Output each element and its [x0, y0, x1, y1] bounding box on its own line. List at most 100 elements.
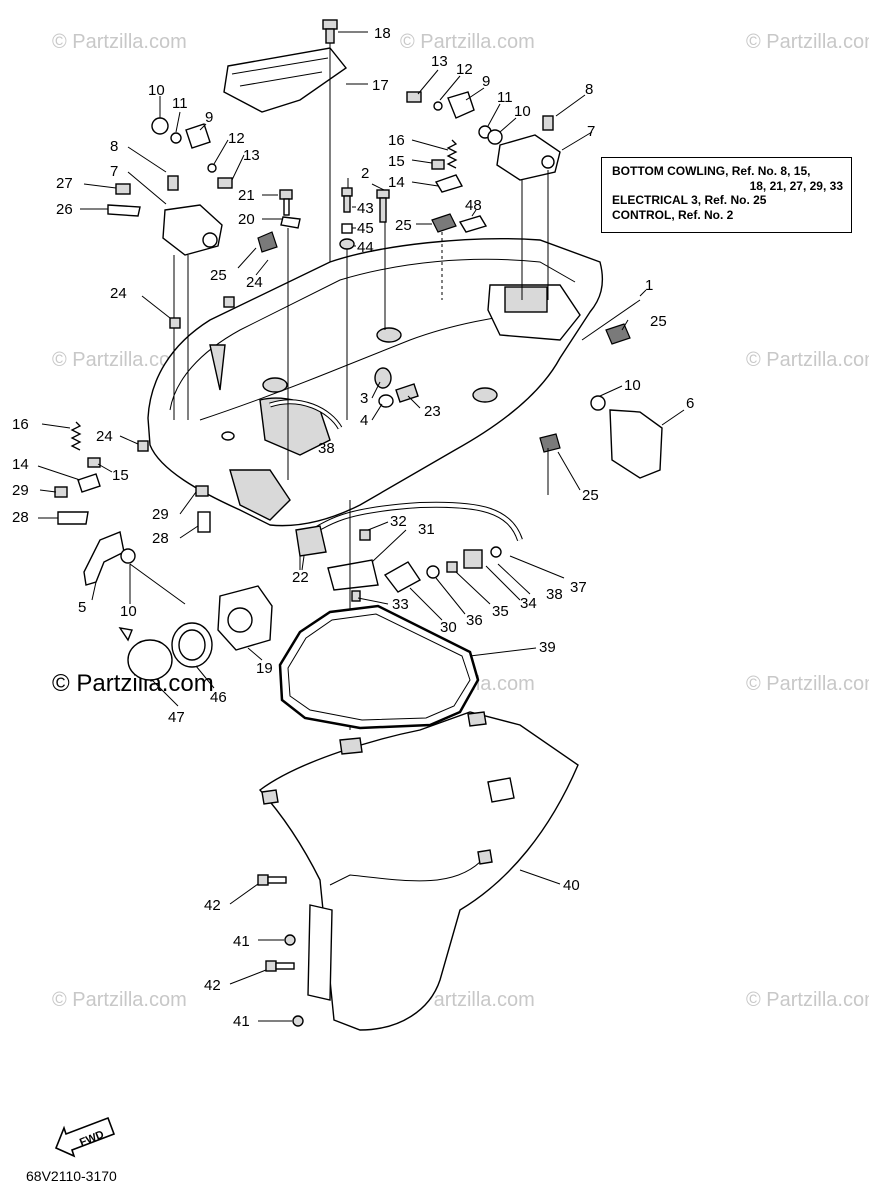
callout-12b: 12 [228, 130, 245, 147]
reference-line-2: 18, 21, 27, 29, 33 [749, 178, 843, 193]
callout-12: 12 [456, 61, 473, 78]
callout-8: 8 [585, 81, 593, 98]
callout-15b: 15 [112, 467, 129, 484]
front-seal-parts [118, 585, 273, 681]
callout-39: 39 [539, 639, 556, 656]
callout-29b: 29 [152, 506, 169, 523]
callout-31: 31 [418, 521, 435, 538]
callout-7b: 7 [110, 163, 118, 180]
callout-16: 16 [388, 132, 405, 149]
callout-48: 48 [465, 197, 482, 214]
reference-box: BOTTOM COWLING, Ref. No. 8, 15, 18, 21, … [601, 157, 852, 233]
callout-10d: 10 [120, 603, 137, 620]
callout-14: 14 [388, 174, 405, 191]
callout-42a: 42 [204, 897, 221, 914]
callout-18: 18 [374, 25, 391, 42]
callout-35: 35 [492, 603, 509, 620]
watermark: © Partzilla.com [400, 31, 535, 53]
callout-24c: 24 [96, 428, 113, 445]
callout-37: 37 [570, 579, 587, 596]
fuel-hose-parts [295, 500, 523, 730]
watermark: © Partzilla.com [746, 349, 869, 371]
right-lever [539, 323, 663, 495]
callout-9b: 9 [205, 109, 213, 126]
callout-38a: 38 [318, 440, 335, 457]
callout-2: 2 [361, 165, 369, 182]
callout-44: 44 [357, 239, 374, 256]
callout-36: 36 [466, 612, 483, 629]
callout-27: 27 [56, 175, 73, 192]
fwd-arrow-icon: FWD [54, 1116, 116, 1158]
callout-32: 32 [390, 513, 407, 530]
callout-10c: 10 [624, 377, 641, 394]
upper-middle-parts [257, 139, 488, 480]
callout-15: 15 [388, 153, 405, 170]
callout-10b: 10 [148, 82, 165, 99]
callout-42b: 42 [204, 977, 221, 994]
watermark: © Partzilla.com [746, 31, 869, 53]
callout-28a: 28 [12, 509, 29, 526]
left-lever [83, 531, 186, 605]
watermark: © Partzilla.com [52, 31, 187, 53]
callout-34: 34 [520, 595, 537, 612]
callout-16b: 16 [12, 416, 29, 433]
lower-screws [257, 874, 333, 1027]
callout-8b: 8 [110, 138, 118, 155]
callout-4: 4 [360, 412, 368, 429]
callout-11b: 11 [172, 95, 188, 112]
watermark: © Partzilla.com [746, 673, 869, 695]
part-18-bolt [322, 19, 368, 44]
callout-25c: 25 [650, 313, 667, 330]
callout-20: 20 [238, 211, 255, 228]
reference-line-3: ELECTRICAL 3, Ref. No. 25 [612, 193, 767, 207]
callout-26: 26 [56, 201, 73, 218]
callout-28b: 28 [152, 530, 169, 547]
callout-25a: 25 [395, 217, 412, 234]
callout-3: 3 [360, 390, 368, 407]
callout-1: 1 [645, 277, 653, 294]
callout-25b: 25 [210, 267, 227, 284]
right-throttle-bracket [406, 91, 561, 300]
callout-33: 33 [392, 596, 409, 613]
part-40-lower-cover [258, 711, 579, 1031]
callout-30: 30 [440, 619, 457, 636]
callout-41b: 41 [233, 1013, 250, 1030]
callout-29a: 29 [12, 482, 29, 499]
callout-43: 43 [357, 200, 374, 217]
watermark: © Partzilla.com [746, 989, 869, 1011]
callout-5: 5 [78, 599, 86, 616]
watermark: © Partzilla.com [52, 989, 187, 1011]
callout-labels: 18 17 13 12 9 11 10 8 7 16 15 14 2 43 45… [12, 25, 694, 1030]
callout-13: 13 [431, 53, 448, 70]
leader-lines [37, 69, 685, 1022]
part-39-gasket [278, 604, 480, 730]
callout-14b: 14 [12, 456, 29, 473]
reference-line-1: BOTTOM COWLING, Ref. No. 8, 15, [612, 164, 811, 178]
reference-line-4: CONTROL, Ref. No. 2 [612, 207, 734, 222]
callout-40: 40 [563, 877, 580, 894]
callout-22: 22 [292, 569, 309, 586]
callout-38b: 38 [546, 586, 563, 603]
callout-19: 19 [256, 660, 273, 677]
callout-13b: 13 [243, 147, 260, 164]
watermark: © Partzilla.com [52, 349, 187, 371]
callout-47: 47 [168, 709, 185, 726]
left-small-parts [54, 296, 235, 533]
callout-45: 45 [357, 220, 374, 237]
callout-21: 21 [238, 187, 255, 204]
callout-7: 7 [587, 123, 595, 140]
callout-24b: 24 [110, 285, 127, 302]
callout-9: 9 [482, 73, 490, 90]
callout-46: 46 [210, 689, 227, 706]
callout-6: 6 [686, 395, 694, 412]
callout-10: 10 [514, 103, 531, 120]
left-throttle-bracket [107, 117, 233, 420]
callout-11: 11 [497, 89, 513, 106]
callout-25d: 25 [582, 487, 599, 504]
callout-24a: 24 [246, 274, 263, 291]
watermark-main: © Partzilla.com [52, 670, 214, 697]
diagram-code: 68V2110-3170 [26, 1168, 117, 1184]
callout-41a: 41 [233, 933, 250, 950]
callout-17: 17 [372, 77, 389, 94]
